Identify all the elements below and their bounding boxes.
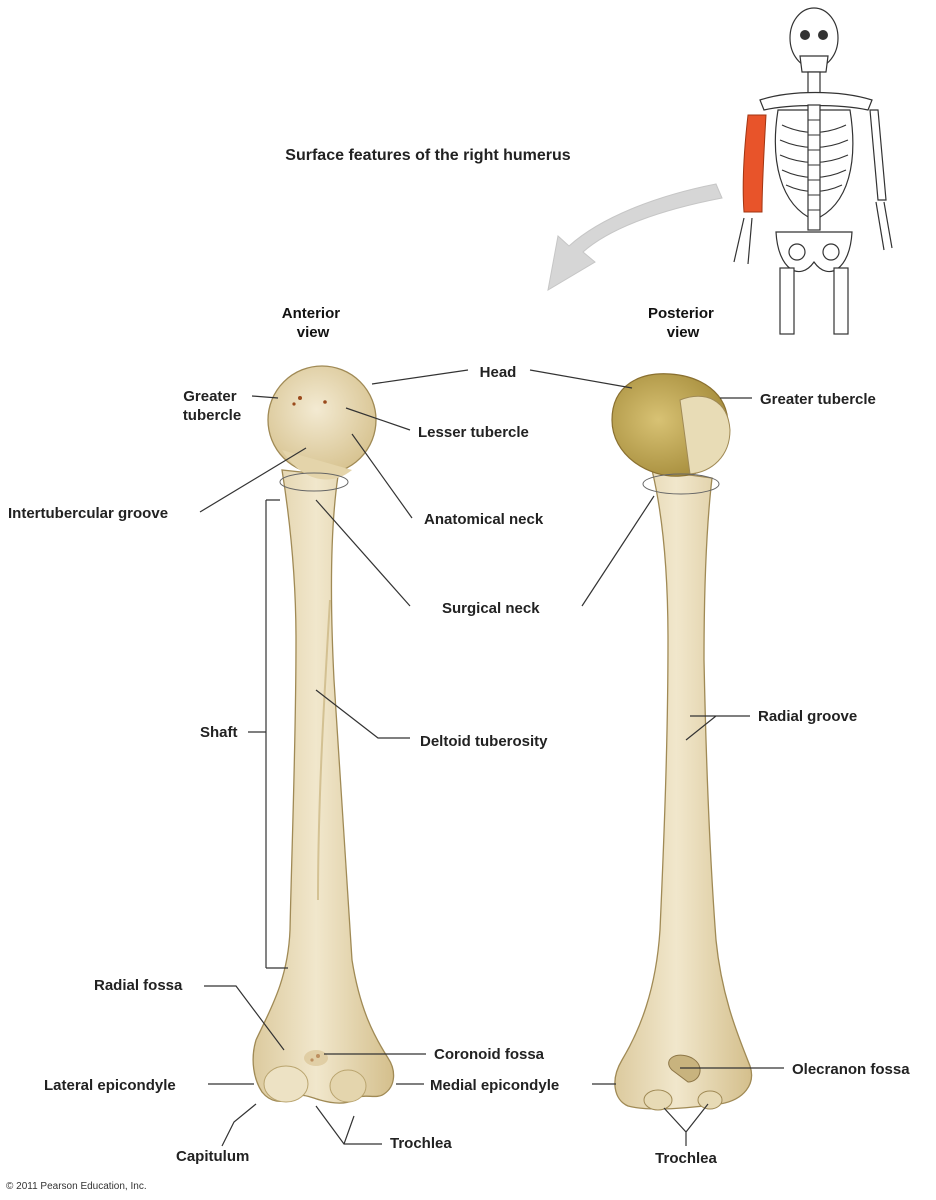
label-greater-tubercle-posterior: Greater tubercle xyxy=(760,391,876,408)
label-surgical-neck: Surgical neck xyxy=(442,600,540,617)
skeleton-thumbnail xyxy=(733,7,893,335)
posterior-view-title: Posterior view xyxy=(648,305,718,341)
label-intertubercular-groove: Intertubercular groove xyxy=(8,505,168,522)
label-trochlea-posterior: Trochlea xyxy=(655,1150,717,1167)
label-trochlea-anterior: Trochlea xyxy=(390,1135,452,1152)
label-radial-groove: Radial groove xyxy=(758,708,857,725)
label-coronoid-fossa: Coronoid fossa xyxy=(434,1046,545,1063)
label-greater-tubercle-anterior: Greater tubercle xyxy=(183,388,241,424)
label-deltoid-tuberosity: Deltoid tuberosity xyxy=(420,733,548,750)
label-radial-fossa: Radial fossa xyxy=(94,977,183,994)
label-medial-epicondyle: Medial epicondyle xyxy=(430,1077,559,1094)
posterior-humerus xyxy=(611,373,753,1111)
diagram-title: Surface features of the right humerus xyxy=(285,147,570,164)
label-lesser-tubercle: Lesser tubercle xyxy=(418,424,529,441)
label-head: Head xyxy=(480,364,517,381)
leader-lines xyxy=(199,369,784,1147)
label-olecranon-fossa: Olecranon fossa xyxy=(792,1061,910,1078)
label-lateral-epicondyle: Lateral epicondyle xyxy=(44,1077,176,1094)
anterior-view-title: Anterior view xyxy=(282,305,345,341)
pointer-arrow xyxy=(547,183,723,291)
label-shaft: Shaft xyxy=(200,724,238,741)
label-anatomical-neck: Anatomical neck xyxy=(424,511,544,528)
copyright-notice: © 2011 Pearson Education, Inc. xyxy=(6,1181,147,1192)
highlighted-humerus xyxy=(742,114,767,213)
anterior-humerus xyxy=(252,365,395,1104)
label-capitulum: Capitulum xyxy=(176,1148,249,1165)
